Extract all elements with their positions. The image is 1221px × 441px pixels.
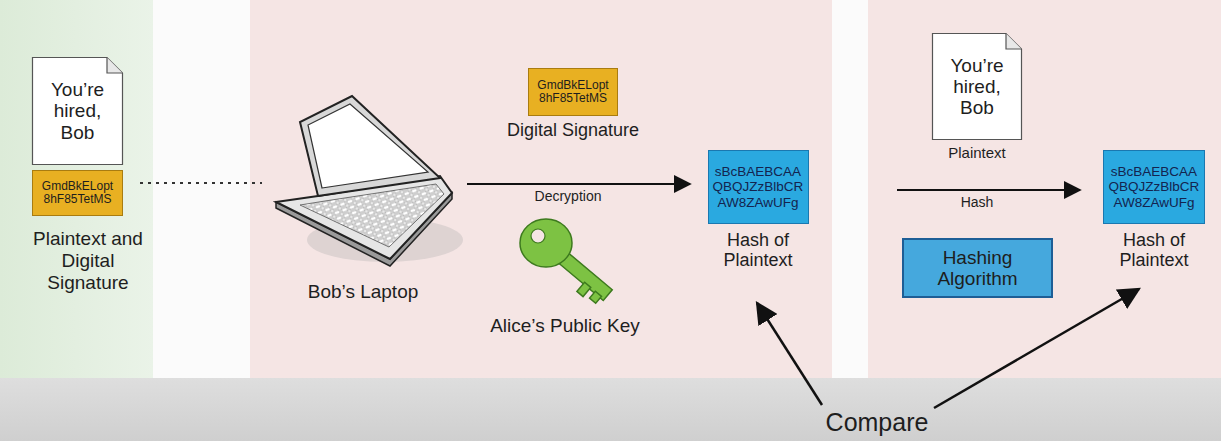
sender-panel [0, 0, 153, 378]
algorithm-box-body: Hashing Algorithm [902, 238, 1053, 298]
hash-arrow [897, 189, 1080, 191]
node-text: GmdBkELopt 8hF85TetMS [537, 79, 608, 106]
signature-box-body: GmdBkELopt 8hF85TetMS [528, 68, 618, 116]
algorithm-box: Hashing Algorithm [902, 238, 1053, 298]
node-text: You’re hired, Bob [950, 55, 1003, 119]
compare-label: Compare [777, 408, 977, 437]
document-page: You’re hired, BobPlaintext [932, 33, 1022, 140]
node-caption: Plaintext [917, 145, 1037, 162]
key-illustration [520, 219, 612, 308]
node-caption: Digital Signature [503, 120, 643, 140]
node-text: Hashing Algorithm [937, 247, 1017, 290]
document-page: You’re hired, Bob [32, 57, 123, 165]
arrow-label: Decryption [488, 188, 648, 204]
device-label: Bob’s Laptop [263, 281, 463, 303]
node-caption: Hash of Plaintext [1104, 230, 1204, 270]
compare-arrow [757, 303, 822, 405]
hash-box: sBcBAEBCAA QBQJZzBlbCR AW8ZAwUFgHash of … [1103, 150, 1205, 224]
panel-label: Plaintext and Digital Signature [32, 228, 144, 294]
signature-box-body: GmdBkELopt 8hF85TetMS [32, 170, 123, 216]
document-page-body: You’re hired, Bob [932, 33, 1022, 140]
node-caption: Hash of Plaintext [708, 230, 808, 270]
transfer-line [140, 182, 262, 184]
top-ground [0, 0, 1221, 378]
signature-box: GmdBkELopt 8hF85TetMS [32, 170, 123, 216]
node-text: sBcBAEBCAA QBQJZzBlbCR AW8ZAwUFg [713, 164, 804, 209]
arrow-label: Hash [917, 194, 1037, 210]
decryption-arrow [467, 183, 690, 185]
hash-panel [868, 0, 1221, 378]
laptop-illustration [276, 96, 463, 266]
node-text: You’re hired, Bob [51, 79, 104, 143]
hash-box: sBcBAEBCAA QBQJZzBlbCR AW8ZAwUFgHash of … [708, 150, 809, 224]
signature-box: GmdBkELopt 8hF85TetMSDigital Signature [528, 68, 618, 116]
document-page-body: You’re hired, Bob [32, 57, 123, 165]
decrypt-panel [250, 0, 832, 378]
hash-box-body: sBcBAEBCAA QBQJZzBlbCR AW8ZAwUFg [1103, 150, 1205, 224]
bottom-band [0, 378, 1221, 441]
hash-box-body: sBcBAEBCAA QBQJZzBlbCR AW8ZAwUFg [708, 150, 809, 224]
compare-arrow [934, 289, 1139, 408]
key-label: Alice’s Public Key [455, 315, 675, 337]
node-text: GmdBkELopt 8hF85TetMS [42, 180, 113, 207]
node-text: sBcBAEBCAA QBQJZzBlbCR AW8ZAwUFg [1109, 164, 1200, 209]
